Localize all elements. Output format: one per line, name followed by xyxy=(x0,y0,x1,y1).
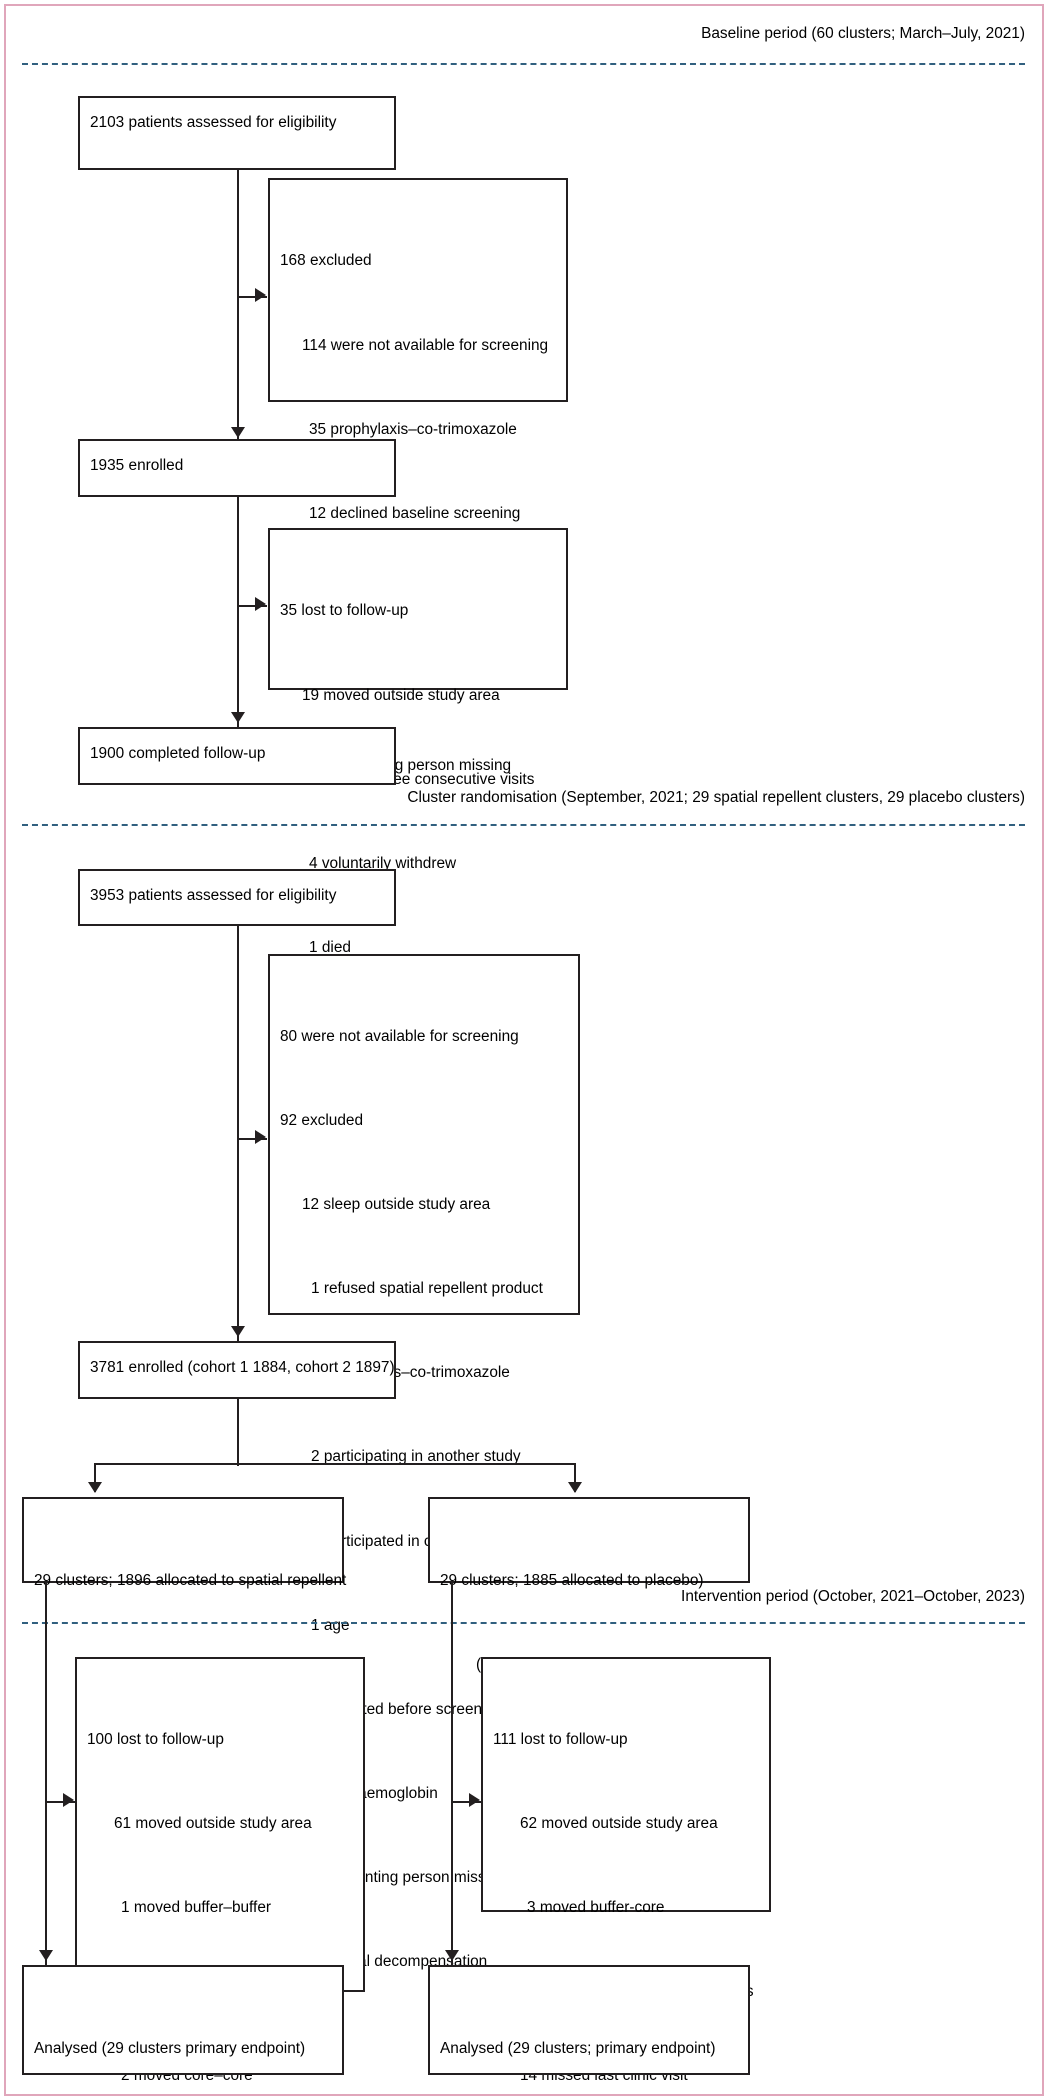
arrowhead-intervention-analysed xyxy=(39,1950,53,1962)
lost-item: 4 voluntarily withdrew xyxy=(309,854,457,872)
connector-allocation-split xyxy=(94,1463,576,1466)
lost-item: 61 moved outside study area xyxy=(114,1814,312,1832)
connector-trial-assessed-down xyxy=(237,926,239,1341)
connector-allocation-right-drop xyxy=(574,1463,576,1492)
allocation-line: 29 clusters; 1885 allocated to placebo) xyxy=(440,1571,704,1589)
box-baseline-lost: 35 lost to follow-up 19 moved outside st… xyxy=(268,528,568,956)
connector-baseline-assessed-down xyxy=(237,170,239,442)
lost-item: 1 moved buffer–buffer xyxy=(121,1898,272,1916)
box-allocation-placebo: 29 clusters; 1885 allocated to placebo) … xyxy=(428,1497,750,1673)
connector-baseline-to-excluded xyxy=(237,296,267,299)
lost-header: 100 lost to follow-up xyxy=(87,1730,224,1748)
cluster-randomisation-divider xyxy=(22,823,1025,826)
baseline-period-divider xyxy=(22,63,1025,66)
connector-placebo-arm-down xyxy=(451,1582,453,1966)
excluded-header: 168 excluded xyxy=(280,252,372,270)
box-allocation-intervention: 29 clusters; 1896 allocated to spatial r… xyxy=(22,1497,346,1589)
connector-placebo-to-lost xyxy=(451,1800,481,1803)
box-trial-enrolled: 3781 enrolled (cohort 1 1884, cohort 2 1… xyxy=(78,1340,396,1399)
connector-baseline-enrolled-down xyxy=(237,496,239,728)
excluded-line: 92 excluded xyxy=(280,1112,364,1130)
arrowhead-placebo-analysed xyxy=(445,1950,459,1962)
arrowhead-baseline-lost xyxy=(255,597,266,612)
excluded-item: 1 refused spatial repellent product xyxy=(311,1280,543,1298)
excluded-line: 80 were not available for screening xyxy=(280,1027,519,1045)
lost-header: 35 lost to follow-up xyxy=(280,602,409,620)
arrowhead-trial-enrolled xyxy=(231,1325,245,1337)
arrowhead-baseline-enrolled xyxy=(231,426,245,438)
baseline-period-label: Baseline period (60 clusters; March–July… xyxy=(701,24,1025,42)
connector-allocation-left-drop xyxy=(94,1463,96,1492)
arrowhead-placebo-lost xyxy=(469,1792,480,1807)
arrowhead-intervention-lost xyxy=(63,1792,74,1807)
box-baseline-assessed: 2103 patients assessed for eligibility xyxy=(78,96,396,171)
arrowhead-baseline-excluded xyxy=(255,288,266,303)
intervention-period-divider xyxy=(22,1622,1025,1625)
arrowhead-allocation-placebo xyxy=(568,1482,582,1494)
connector-allocation-stem xyxy=(237,1398,239,1466)
lost-item: 3 moved buffer-core xyxy=(527,1898,665,1916)
excluded-item: 35 prophylaxis–co-trimoxazole xyxy=(309,420,517,438)
cluster-randomisation-label: Cluster randomisation (September, 2021; … xyxy=(407,789,1025,807)
connector-trial-to-excluded xyxy=(237,1137,267,1140)
connector-intervention-arm-down xyxy=(45,1582,47,1966)
box-baseline-enrolled: 1935 enrolled xyxy=(78,439,396,497)
box-baseline-excluded: 168 excluded 114 were not available for … xyxy=(268,178,568,774)
arrowhead-trial-excluded xyxy=(255,1129,266,1144)
arrowhead-allocation-intervention xyxy=(88,1482,102,1494)
connector-baseline-to-lost xyxy=(237,605,267,608)
allocation-line: 29 clusters; 1896 allocated to spatial r… xyxy=(34,1571,347,1589)
box-intervention-analysed: Analysed (29 clusters primary endpoint) … xyxy=(22,1965,344,2076)
lost-item: 62 moved outside study area xyxy=(520,1814,718,1832)
intervention-period-label: Intervention period (October, 2021–Octob… xyxy=(681,1588,1025,1606)
lost-item: 19 moved outside study area xyxy=(302,686,500,704)
box-intervention-lost: 100 lost to follow-up 61 moved outside s… xyxy=(75,1656,365,2084)
excluded-item: 12 sleep outside study area xyxy=(302,1196,491,1214)
lost-header: 111 lost to follow-up xyxy=(493,1730,628,1748)
box-placebo-lost: 111 lost to follow-up 62 moved outside s… xyxy=(481,1656,771,2084)
analysed-line: Analysed (29 clusters primary endpoint) xyxy=(34,2039,306,2057)
lost-item: 1 died xyxy=(309,938,351,956)
excluded-item: 2 participating in another study xyxy=(311,1448,521,1466)
excluded-item: 1 age xyxy=(311,1616,350,1634)
box-baseline-completed: 1900 completed follow-up xyxy=(78,727,396,786)
connector-intervention-to-lost xyxy=(45,1800,75,1803)
excluded-item: 114 were not available for screening xyxy=(302,336,549,354)
box-trial-assessed: 3953 patients assessed for eligibility xyxy=(78,868,396,927)
excluded-item: 12 declined baseline screening xyxy=(309,504,521,522)
box-trial-excluded: 80 were not available for screening 92 e… xyxy=(268,953,580,1970)
box-placebo-analysed: Analysed (29 clusters; primary endpoint)… xyxy=(428,1965,750,2076)
arrowhead-baseline-completed xyxy=(231,712,245,724)
analysed-line: Analysed (29 clusters; primary endpoint) xyxy=(440,2039,716,2057)
